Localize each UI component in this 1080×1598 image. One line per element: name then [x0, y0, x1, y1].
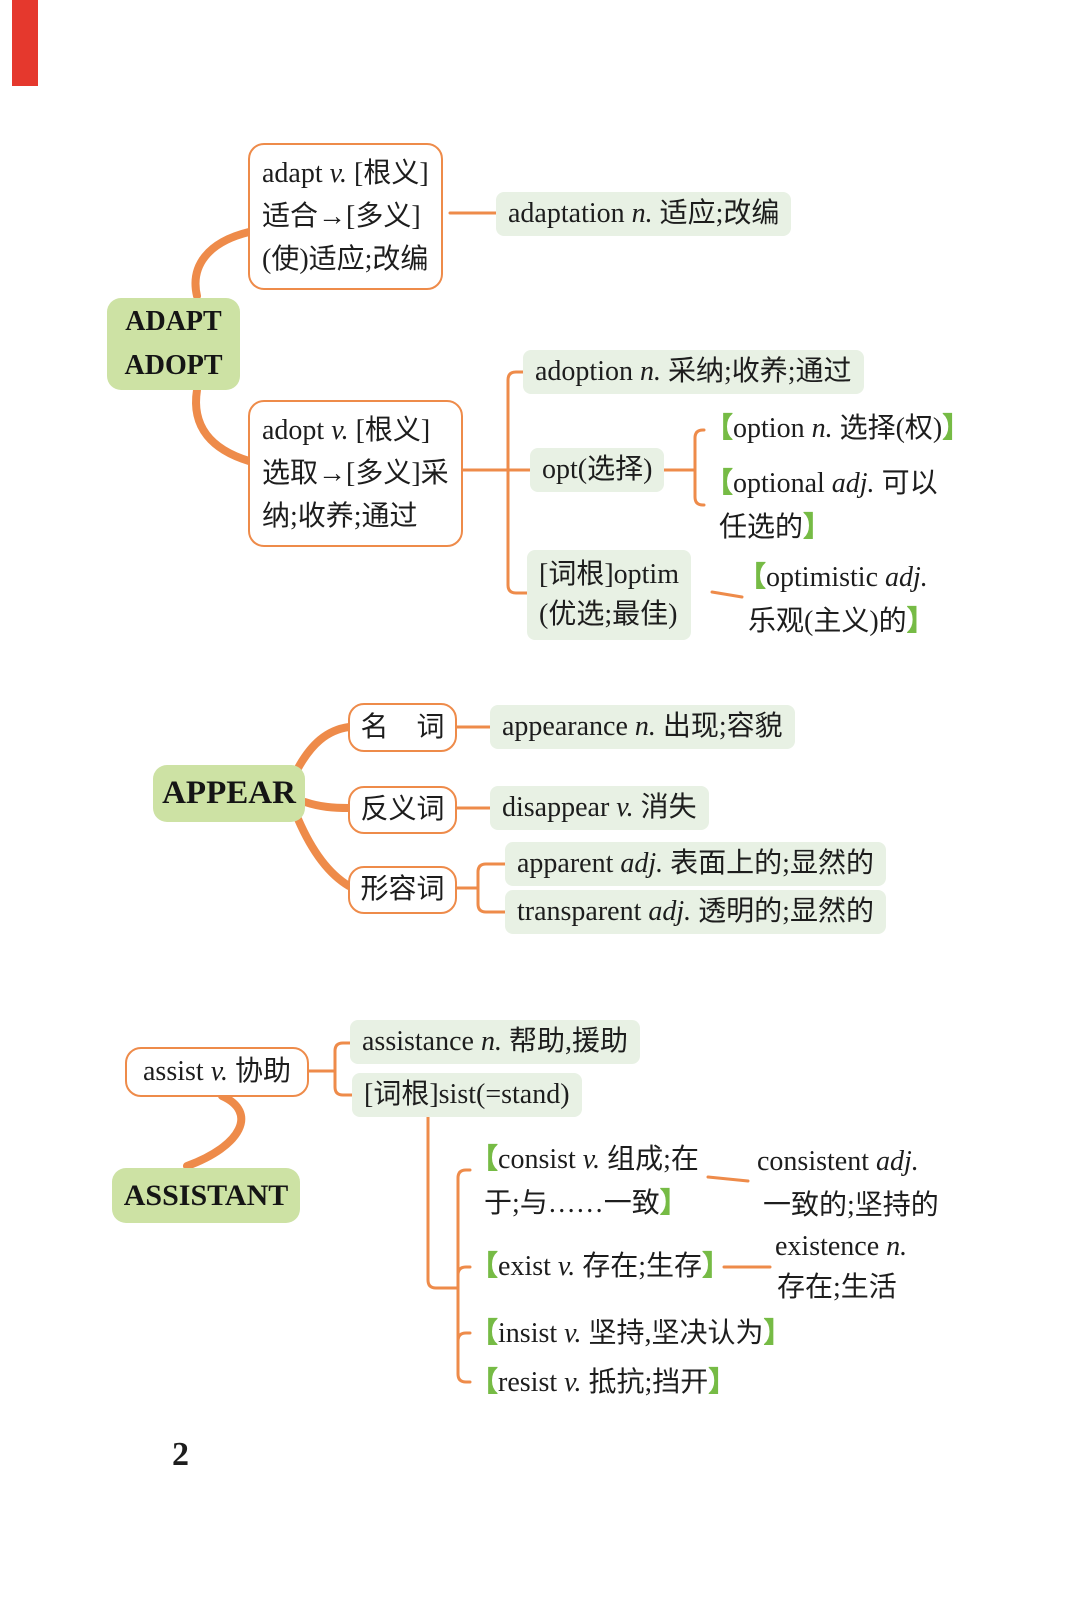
bracket-adjective-children: [476, 862, 514, 914]
consistent-line-2: 一致的;坚持的: [763, 1190, 939, 1221]
insist-label: 【insist v. 坚持,坚决认为】: [470, 1318, 792, 1349]
assist-definition-box: assist v. 协助: [125, 1047, 310, 1097]
assistance-label: assistance n. 帮助,援助: [350, 1020, 640, 1064]
line-sist-drop: [426, 1110, 460, 1290]
branch-appear-noun: [293, 723, 353, 774]
sist-root-label: [词根]sist(=stand): [352, 1073, 582, 1117]
root-label-adapt: ADAPT: [125, 306, 222, 337]
adopt-line-3: 纳;收养;通过: [262, 501, 418, 532]
adjective-branch-box: 形容词: [348, 866, 457, 914]
disappear-label: disappear v. 消失: [490, 786, 709, 830]
optional-line-1: 【optional adj. 可以: [705, 468, 938, 499]
consist-line-1: 【consist v. 组成;在: [470, 1144, 699, 1175]
line-consist-consistent: [706, 1175, 750, 1183]
optim-line-1: [词根]optim: [539, 559, 679, 590]
apparent-label: apparent adj. 表面上的;显然的: [505, 842, 886, 886]
bracket-assist-children: [333, 1041, 360, 1097]
optimistic-line-1: 【optimistic adj.: [738, 562, 928, 593]
opt-label: opt(选择): [530, 448, 665, 492]
optimistic-label: 【optimistic adj. 乐观(主义)的】: [738, 556, 935, 644]
adopt-definition-box: adopt v. [根义] 选取→[多义]采 纳;收养;通过: [248, 400, 463, 547]
optional-label: 【optional adj. 可以 任选的】: [705, 462, 938, 550]
resist-label: 【resist v. 抵抗;挡开】: [470, 1367, 737, 1398]
optim-root-label: [词根]optim (优选;最佳): [527, 550, 691, 640]
exist-label: 【exist v. 存在;生存】: [470, 1251, 731, 1282]
adoption-label: adoption n. 采纳;收养;通过: [523, 350, 864, 394]
optional-line-2: 任选的】: [719, 512, 832, 543]
root-node-assistant: ASSISTANT: [112, 1168, 300, 1223]
optimistic-line-2: 乐观(主义)的】: [748, 606, 935, 637]
stub-exist: [456, 1265, 472, 1277]
root-node-adapt-adopt: ADAPT ADOPT: [107, 298, 240, 390]
branch-assist-assistantroot: [183, 1092, 246, 1170]
adapt-definition-box: adapt v. [根义] 适合→[多义] (使)适应;改编: [248, 143, 443, 290]
adaptation-label: adaptation n. 适应;改编: [496, 192, 792, 236]
adapt-line-1: adapt v. [根义]: [262, 158, 429, 189]
bracket-opt-children: [693, 428, 706, 507]
adopt-line-1: adopt v. [根义]: [262, 415, 431, 446]
transparent-label: transparent adj. 透明的;显然的: [505, 890, 886, 934]
adapt-line-3: (使)适应;改编: [262, 244, 429, 275]
root-label-adopt: ADOPT: [124, 350, 223, 381]
consist-line-2: 于;与……一致】: [484, 1188, 688, 1219]
consistent-line-1: consistent adj.: [757, 1146, 919, 1177]
consist-label: 【consist v. 组成;在 于;与……一致】: [470, 1138, 699, 1226]
existence-label: existence n. 存在;生活: [775, 1226, 907, 1308]
appearance-label: appearance n. 出现;容貌: [490, 705, 795, 749]
consistent-label: consistent adj. 一致的;坚持的: [757, 1140, 939, 1228]
page-edge-tab: [12, 0, 38, 86]
antonym-branch-box: 反义词: [348, 786, 457, 834]
bracket-adopt-children: [506, 370, 536, 595]
noun-branch-box: 名 词: [348, 703, 457, 752]
existence-line-1: existence n.: [775, 1231, 908, 1262]
root-node-appear: APPEAR: [153, 765, 305, 822]
optim-line-2: (优选;最佳): [539, 599, 678, 630]
adapt-line-2: 适合→[多义]: [262, 201, 421, 232]
stub-insist: [456, 1331, 472, 1343]
branch-adaptroot-adapt: [191, 228, 253, 300]
adopt-line-2: 选取→[多义]采: [262, 458, 449, 489]
option-label: 【option n. 选择(权)】: [705, 413, 971, 444]
branch-appear-antonym: [301, 798, 353, 812]
page-number: 2: [172, 1436, 189, 1473]
branch-appear-adjective: [294, 815, 353, 890]
bracket-sist-children: [456, 1168, 472, 1384]
branch-adaptroot-adopt: [192, 386, 253, 465]
existence-line-2: 存在;生活: [777, 1272, 897, 1303]
line-optim-optimistic: [710, 590, 744, 599]
